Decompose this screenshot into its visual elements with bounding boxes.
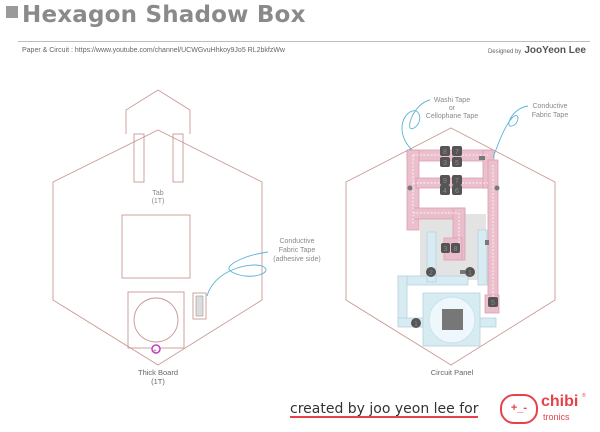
svg-text:3: 3 — [444, 246, 448, 253]
marker-5a: 5 — [452, 157, 462, 167]
board-sub-label: (1T) — [151, 377, 165, 386]
tape-label-line3: (adhesive side) — [273, 256, 320, 263]
led-square — [442, 309, 463, 330]
board-label: Thick Board — [138, 368, 178, 377]
tape-label-line2: Fabric Tape — [279, 247, 316, 254]
page-title: Hexagon Shadow Box — [22, 2, 306, 28]
registered-mark: ® — [582, 393, 586, 399]
svg-text:1: 1 — [468, 270, 472, 277]
marker-2: 2 — [426, 267, 436, 277]
svg-text:2: 2 — [429, 270, 433, 277]
marker-3a: 3 — [440, 157, 450, 167]
marker-7b: 7 — [452, 175, 462, 185]
svg-text:5: 5 — [491, 300, 495, 307]
top-tab-outline — [125, 89, 191, 134]
svg-text:6: 6 — [455, 188, 459, 195]
svg-text:5: 5 — [455, 160, 459, 167]
tab-label: Tab — [152, 190, 163, 197]
right-template — [345, 127, 556, 366]
svg-text:8: 8 — [454, 246, 458, 253]
conductive-label-line2: Fabric Tape — [532, 112, 569, 119]
brand-sub: tronics — [543, 412, 570, 422]
svg-text:4: 4 — [443, 188, 447, 195]
tab-slot-left — [133, 133, 145, 183]
left-hexagon-outline — [52, 129, 263, 366]
thick-board-square — [127, 291, 185, 349]
footer-credit: created by joo yeon lee for — [290, 401, 479, 418]
conductive-label-line1: Conductive — [532, 103, 567, 110]
chibitronics-face-icon: +_- — [500, 394, 538, 424]
washi-callout-line — [401, 99, 431, 151]
board-led-marker — [151, 344, 161, 354]
svg-text:7: 7 — [455, 178, 459, 185]
marker-8a: 8 — [440, 146, 450, 156]
window-square — [121, 214, 191, 279]
circuit-markers: 8 7 3 5 9 7 4 6 3 8 2 1 5 1 — [411, 146, 498, 328]
svg-text:3: 3 — [443, 160, 447, 167]
tape-strip — [195, 295, 204, 317]
svg-text:+: + — [154, 348, 157, 354]
title-divider — [18, 41, 590, 42]
svg-text:8: 8 — [443, 149, 447, 156]
tape-slot-outline — [192, 292, 207, 320]
marker-7a: 7 — [452, 146, 462, 156]
marker-1a: 1 — [465, 267, 475, 277]
corner-marker — [6, 6, 18, 18]
connection-dots — [407, 156, 500, 274]
tab-slot-right — [172, 133, 184, 183]
conductive-callout-line — [492, 105, 529, 159]
marker-1b: 1 — [411, 318, 421, 328]
tape-label-line1: Conductive — [279, 238, 314, 245]
svg-text:9: 9 — [443, 178, 447, 185]
marker-5b: 5 — [488, 297, 498, 307]
brand-name: chibi — [541, 393, 579, 410]
washi-label-line2: or — [449, 105, 456, 112]
right-hexagon-outline — [345, 127, 556, 366]
credit-line: Paper & Circuit : https://www.youtube.co… — [22, 47, 285, 54]
marker-3b: 3 — [441, 243, 450, 253]
marker-6: 6 — [452, 185, 462, 195]
svg-text:7: 7 — [455, 149, 459, 156]
circuit-panel-label: Circuit Panel — [431, 368, 474, 377]
tape-callout-line — [206, 251, 269, 297]
washi-label-line1: Washi Tape — [434, 97, 470, 104]
marker-4: 4 — [440, 185, 450, 195]
tab-sub-label: (1T) — [152, 198, 165, 205]
designed-by-prefix: Designed by — [487, 49, 522, 55]
washi-label-line3: Cellophane Tape — [426, 113, 479, 120]
board-circle — [133, 297, 179, 343]
designer-name: JooYeon Lee — [524, 45, 586, 56]
svg-text:1: 1 — [414, 321, 418, 328]
marker-8b: 8 — [451, 243, 460, 253]
left-template — [52, 89, 263, 366]
marker-9: 9 — [440, 175, 450, 185]
